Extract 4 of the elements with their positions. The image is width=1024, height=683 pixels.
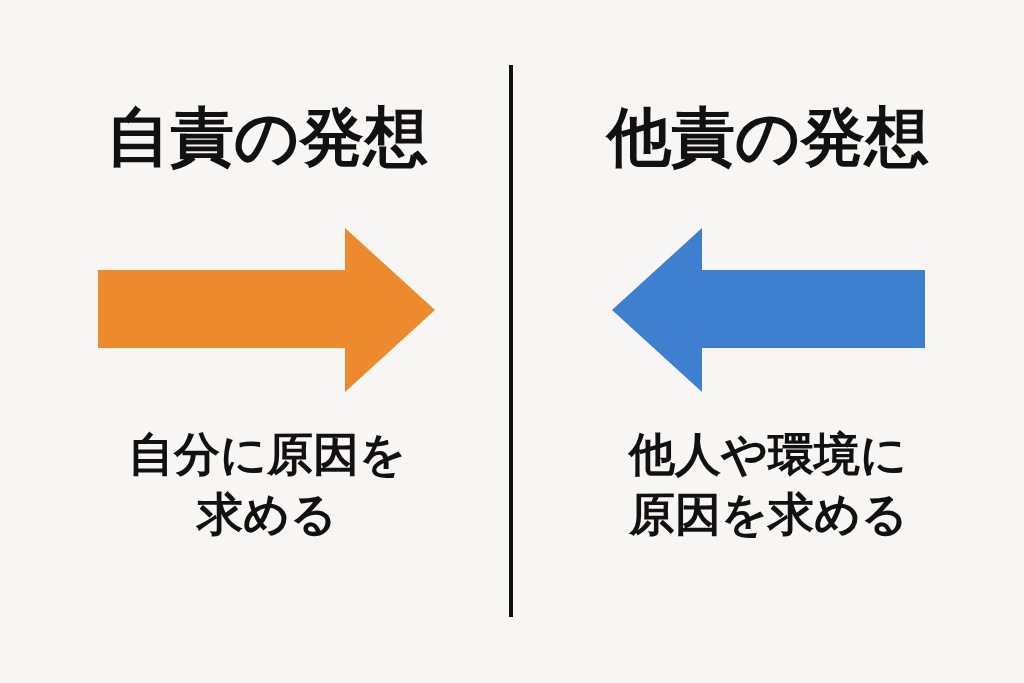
- heading: 他責の発想: [607, 105, 929, 169]
- description-text: 他人や環境に原因を求める: [627, 426, 909, 543]
- description-text: 自分に原因を求める: [127, 426, 407, 543]
- heading: 自責の発想: [106, 105, 428, 169]
